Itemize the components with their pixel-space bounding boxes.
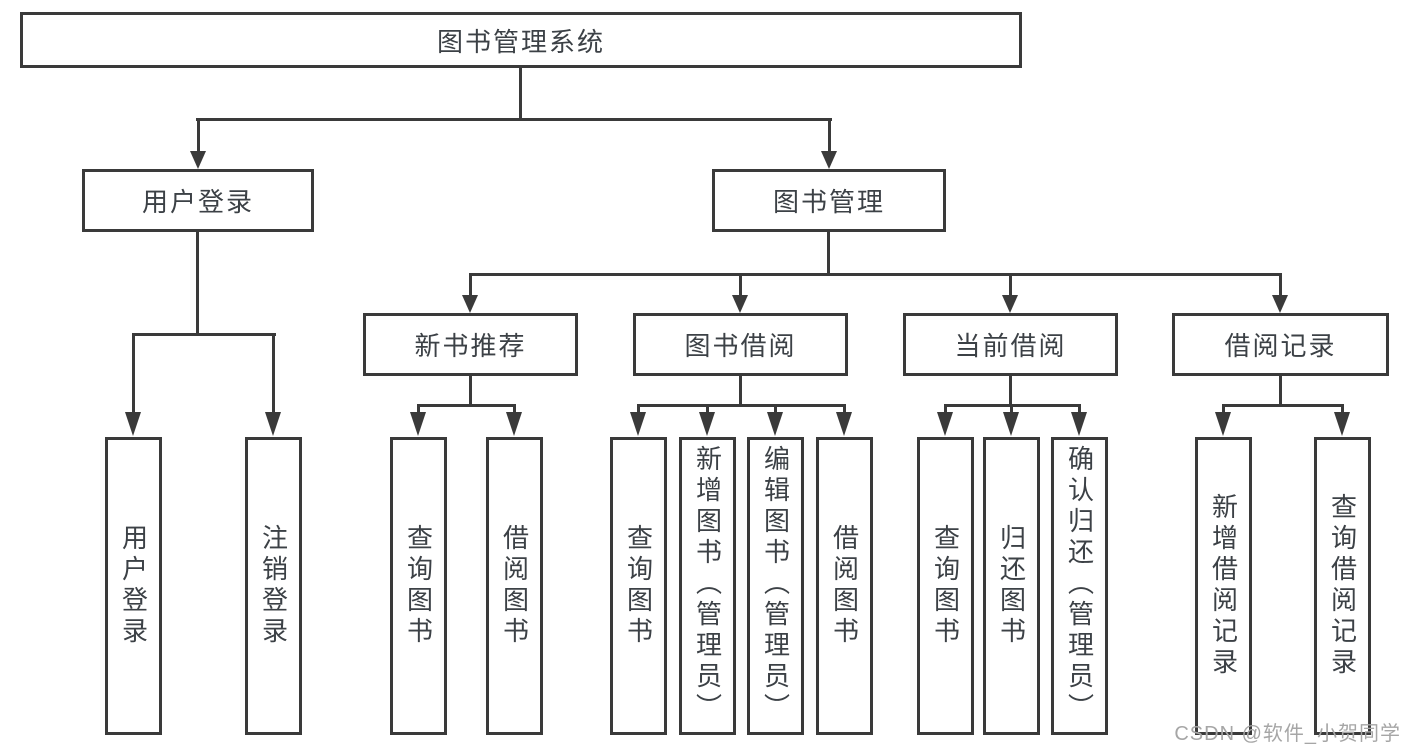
node-label: 编辑图书（管理员） — [760, 445, 791, 724]
connector-line — [1009, 375, 1012, 406]
node-label: 图书管理系统 — [436, 26, 605, 57]
connector-arrow — [125, 335, 141, 436]
node-label: 查询图书 — [930, 524, 961, 648]
node-label: 图书借阅 — [684, 331, 797, 361]
connector-arrow — [836, 406, 852, 436]
connector-line — [1279, 375, 1282, 406]
connector-arrow — [1002, 275, 1018, 313]
node-label: 新书推荐 — [414, 331, 527, 361]
node-new-book-recommend: 新书推荐 — [363, 313, 578, 376]
connector-arrow — [1334, 406, 1350, 436]
node-label: 借阅图书 — [499, 524, 530, 648]
leaf-add-borrow-record: 新增借阅记录 — [1195, 437, 1252, 735]
node-book-borrowing: 图书借阅 — [633, 313, 848, 376]
connector-arrow — [732, 275, 748, 313]
leaf-borrow-books-1: 借阅图书 — [486, 437, 543, 735]
node-book-management: 图书管理 — [712, 169, 946, 232]
node-label: 借阅记录 — [1224, 331, 1337, 361]
leaf-query-borrow-record: 查询借阅记录 — [1314, 437, 1371, 735]
node-label: 用户登录 — [118, 524, 149, 648]
leaf-borrow-books-2: 借阅图书 — [816, 437, 873, 735]
connector-line — [519, 67, 522, 120]
node-label: 用户登录 — [141, 187, 254, 217]
node-label: 查询图书 — [403, 524, 434, 648]
connector-arrow — [630, 406, 646, 436]
node-label: 新增图书（管理员） — [692, 445, 723, 724]
node-label: 图书管理 — [772, 187, 885, 217]
connector-arrow — [937, 406, 953, 436]
leaf-query-books-2: 查询图书 — [610, 437, 667, 735]
leaf-return-books: 归还图书 — [983, 437, 1040, 735]
connector-line — [469, 375, 472, 406]
node-label: 确认归还（管理员） — [1064, 445, 1095, 724]
connector-arrow — [1272, 275, 1288, 313]
connector-line — [132, 333, 276, 336]
connector-arrow — [410, 406, 426, 436]
connector-arrow — [1215, 406, 1231, 436]
leaf-edit-books-admin: 编辑图书（管理员） — [747, 437, 804, 735]
leaf-logout: 注销登录 — [245, 437, 302, 735]
connector-line — [196, 118, 832, 121]
node-label: 查询图书 — [623, 524, 654, 648]
node-label: 归还图书 — [996, 524, 1027, 648]
leaf-query-books-3: 查询图书 — [917, 437, 974, 735]
node-current-borrowing: 当前借阅 — [903, 313, 1118, 376]
connector-arrow — [1003, 406, 1019, 436]
node-label: 注销登录 — [258, 524, 289, 648]
connector-line — [637, 404, 846, 407]
node-user-login: 用户登录 — [82, 169, 314, 232]
connector-line — [1222, 404, 1344, 407]
node-label: 借阅图书 — [829, 524, 860, 648]
connector-arrow — [699, 406, 715, 436]
connector-line — [944, 404, 1081, 407]
node-label: 新增借阅记录 — [1208, 493, 1239, 679]
leaf-user-login: 用户登录 — [105, 437, 162, 735]
leaf-query-books-1: 查询图书 — [390, 437, 447, 735]
connector-arrow — [821, 120, 837, 169]
node-library-system: 图书管理系统 — [20, 12, 1022, 68]
connector-line — [469, 273, 1282, 276]
leaf-add-books-admin: 新增图书（管理员） — [679, 437, 736, 735]
watermark: CSDN @软件_小贺同学 — [1174, 723, 1401, 745]
connector-arrow — [190, 120, 206, 169]
leaf-confirm-return-admin: 确认归还（管理员） — [1051, 437, 1108, 735]
connector-line — [417, 404, 516, 407]
connector-arrow — [506, 406, 522, 436]
connector-arrow — [462, 275, 478, 313]
connector-line — [739, 375, 742, 406]
connector-arrow — [767, 406, 783, 436]
connector-line — [827, 231, 830, 275]
connector-arrow — [265, 335, 281, 436]
node-label: 当前借阅 — [954, 331, 1067, 361]
node-borrow-records: 借阅记录 — [1172, 313, 1389, 376]
connector-arrow — [1071, 406, 1087, 436]
connector-line — [196, 231, 199, 335]
node-label: 查询借阅记录 — [1327, 493, 1358, 679]
